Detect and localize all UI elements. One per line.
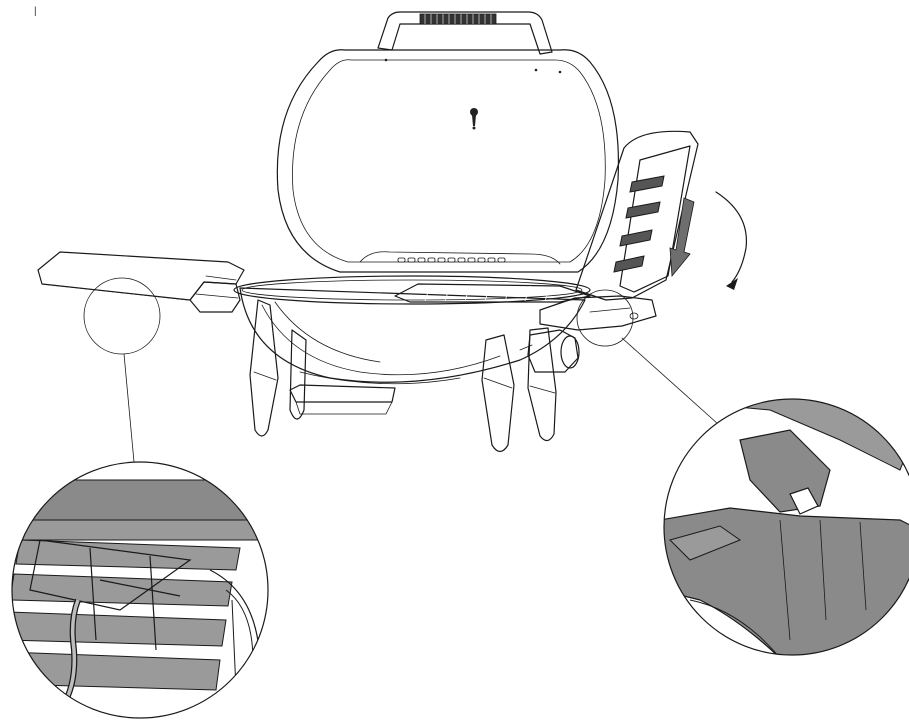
grill-lid <box>276 11 620 273</box>
control-knob <box>519 329 580 373</box>
grill-bowl <box>233 275 591 385</box>
page-mark: | <box>34 6 37 17</box>
grill-legs <box>249 299 557 453</box>
right-callout-marker <box>576 289 634 347</box>
thermometer-icon <box>470 108 478 130</box>
straight-down-arrow-icon <box>669 197 695 278</box>
right-latch-detail <box>663 398 909 656</box>
right-side-shelf <box>539 130 699 331</box>
curved-rotation-arrow-icon <box>715 191 748 290</box>
left-hinge-detail <box>11 461 269 719</box>
lid-vents <box>359 251 561 265</box>
drip-tray <box>289 384 396 415</box>
left-callout-marker <box>83 277 161 355</box>
left-side-shelf <box>37 251 245 313</box>
